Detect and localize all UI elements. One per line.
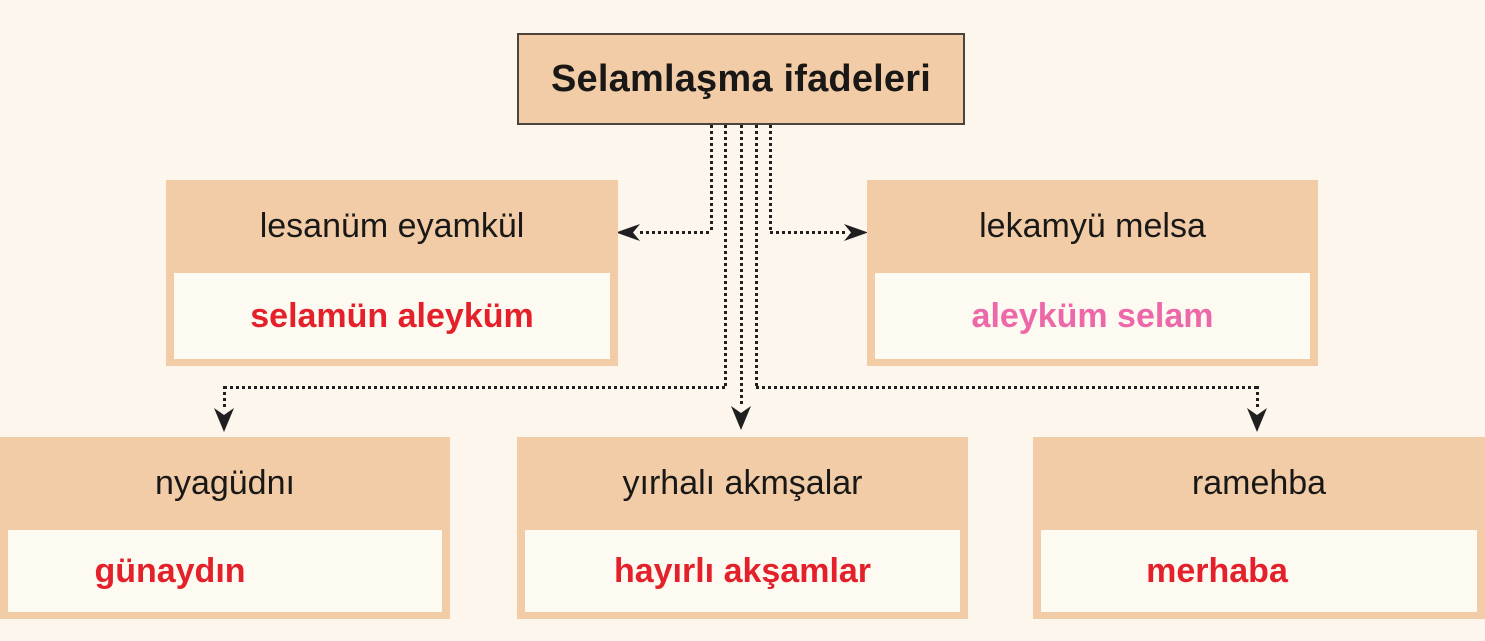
node-gunaydin: nyagüdnı günaydın — [0, 437, 450, 619]
node-merhaba: ramehba merhaba — [1033, 437, 1485, 619]
title-box: Selamlaşma ifadeleri — [517, 33, 965, 125]
scrambled-word: yırhalı akmşalar — [622, 464, 863, 502]
answer-box: selamün aleyküm — [174, 273, 610, 359]
arrow-down-icon — [214, 408, 234, 432]
answer-box: hayırlı akşamlar — [525, 530, 960, 612]
arrow-down-icon — [731, 406, 751, 430]
answer-word: merhaba — [1146, 551, 1288, 590]
connector-horizontal-bottom-left — [224, 386, 727, 389]
connector-vertical-center — [740, 125, 743, 407]
diagram-title: Selamlaşma ifadeleri — [551, 57, 931, 100]
scrambled-word: ramehba — [1191, 464, 1327, 502]
answer-box: aleyküm selam — [875, 273, 1310, 359]
node-hayirli-aksamlar: yırhalı akmşalar hayırlı akşamlar — [517, 437, 968, 619]
connector-vertical-2 — [724, 125, 727, 388]
connector-vertical-4 — [755, 125, 758, 388]
arrow-right-icon — [844, 224, 868, 241]
connector-drop-bottom-right — [1256, 386, 1259, 410]
connector-vertical-5 — [769, 125, 772, 233]
answer-word: hayırlı akşamlar — [613, 551, 872, 590]
answer-box: merhaba — [1041, 530, 1477, 612]
arrow-down-icon — [1247, 408, 1267, 432]
arrow-left-icon — [616, 224, 640, 241]
answer-word: selamün aleyküm — [250, 296, 534, 335]
answer-word: aleyküm selam — [971, 296, 1214, 335]
scrambled-word: lekamyü melsa — [979, 207, 1206, 245]
connector-drop-bottom-left — [223, 386, 226, 410]
node-selamun-aleykum: lesanüm eyamkül selamün aleyküm — [166, 180, 618, 366]
connector-horizontal-middle-left — [640, 231, 712, 234]
answer-box: günaydın — [8, 530, 442, 612]
connector-horizontal-bottom-right — [756, 386, 1258, 389]
scrambled-word: nyagüdnı — [155, 464, 295, 502]
connector-vertical-1 — [710, 125, 713, 233]
connector-horizontal-middle-right — [770, 231, 846, 234]
scrambled-word: lesanüm eyamkül — [259, 207, 525, 245]
node-aleykum-selam: lekamyü melsa aleyküm selam — [867, 180, 1318, 366]
answer-word: günaydın — [94, 551, 246, 590]
